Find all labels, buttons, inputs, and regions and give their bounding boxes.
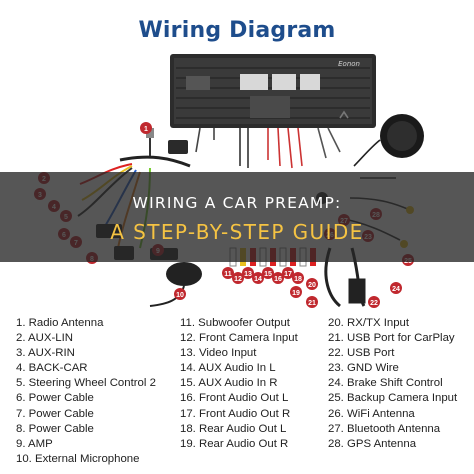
gps-antenna [353,114,424,167]
legend: 1. Radio Antenna 2. AUX-LIN 3. AUX-RIN 4… [0,314,474,474]
legend-item: 28. GPS Antenna [328,437,417,450]
legend-item: 13. Video Input [180,347,257,360]
legend-item: 4. BACK-CAR [16,362,88,375]
legend-item: 24. Brake Shift Control [328,377,443,390]
legend-item: 23. GND Wire [328,362,399,375]
badge-13: 13 [242,267,254,279]
legend-column-2: 11. Subwoofer Output 12. Front Camera In… [180,316,298,452]
legend-item: 7. Power Cable [16,407,94,420]
legend-item: 6. Power Cable [16,392,94,405]
svg-text:16: 16 [274,276,282,283]
harness-wires [195,127,341,169]
legend-item: 18. Rear Audio Out L [180,422,287,435]
legend-item: 2. AUX-LIN [16,332,73,345]
legend-item: 10. External Microphone [16,452,140,465]
svg-text:14: 14 [254,276,262,283]
head-unit: Eonon [170,54,376,128]
microphone [149,262,202,307]
legend-item: 16. Front Audio Out L [180,392,289,405]
svg-text:1: 1 [144,126,148,133]
badge-11: 11 [222,267,234,279]
svg-text:17: 17 [284,271,292,278]
badge-17: 17 [282,267,294,279]
headline-line-2: A STEP-BY-STEP GUIDE [110,220,364,244]
legend-item: 14. AUX Audio In L [180,362,276,375]
badge-12: 12 [232,272,244,284]
badge-15: 15 [262,267,274,279]
svg-text:12: 12 [234,276,242,283]
svg-text:13: 13 [244,271,252,278]
svg-text:10: 10 [176,292,184,299]
legend-item: 21. USB Port for CarPlay [328,332,455,345]
legend-item: 19. Rear Audio Out R [180,437,289,450]
headline-line-1: WIRING A CAR PREAMP: [132,194,342,212]
legend-item: 5. Steering Wheel Control 2 [16,377,156,390]
svg-text:24: 24 [392,286,400,293]
svg-text:11: 11 [224,271,232,278]
badge-14: 14 [252,272,264,284]
legend-item: 22. USB Port [328,347,395,360]
legend-item: 12. Front Camera Input [180,332,298,345]
badge-24: 24 [390,282,402,294]
page-title: Wiring Diagram [138,18,336,43]
badge-18: 18 [292,272,304,284]
svg-text:18: 18 [294,276,302,283]
svg-text:21: 21 [308,300,316,307]
brand-logo: Eonon [338,60,360,68]
legend-item: 9. AMP [16,437,53,450]
badge-1: 1 [140,122,152,134]
svg-text:15: 15 [264,271,272,278]
legend-item: 15. AUX Audio In R [180,377,278,390]
legend-item: 1. Radio Antenna [16,317,104,329]
svg-text:20: 20 [308,282,316,289]
badge-21: 21 [306,296,318,308]
legend-column-3: 20. RX/TX Input 21. USB Port for CarPlay… [328,316,457,452]
legend-item: 11. Subwoofer Output [180,317,290,329]
headline-banner [0,172,474,262]
badge-10: 10 [174,288,186,300]
badge-20: 20 [306,278,318,290]
badge-19: 19 [290,286,302,298]
svg-text:22: 22 [370,300,378,307]
badge-22: 22 [368,296,380,308]
legend-item: 26. WiFi Antenna [328,407,415,420]
legend-item: 27. Bluetooth Antenna [328,422,441,435]
legend-column-1: 1. Radio Antenna 2. AUX-LIN 3. AUX-RIN 4… [16,316,156,467]
legend-item: 8. Power Cable [16,422,94,435]
badge-16: 16 [272,272,284,284]
svg-text:19: 19 [292,290,300,297]
legend-item: 20. RX/TX Input [328,317,410,329]
legend-item: 3. AUX-RIN [16,347,75,360]
legend-item: 25. Backup Camera Input [328,392,458,405]
legend-item: 17. Front Audio Out R [180,407,291,420]
